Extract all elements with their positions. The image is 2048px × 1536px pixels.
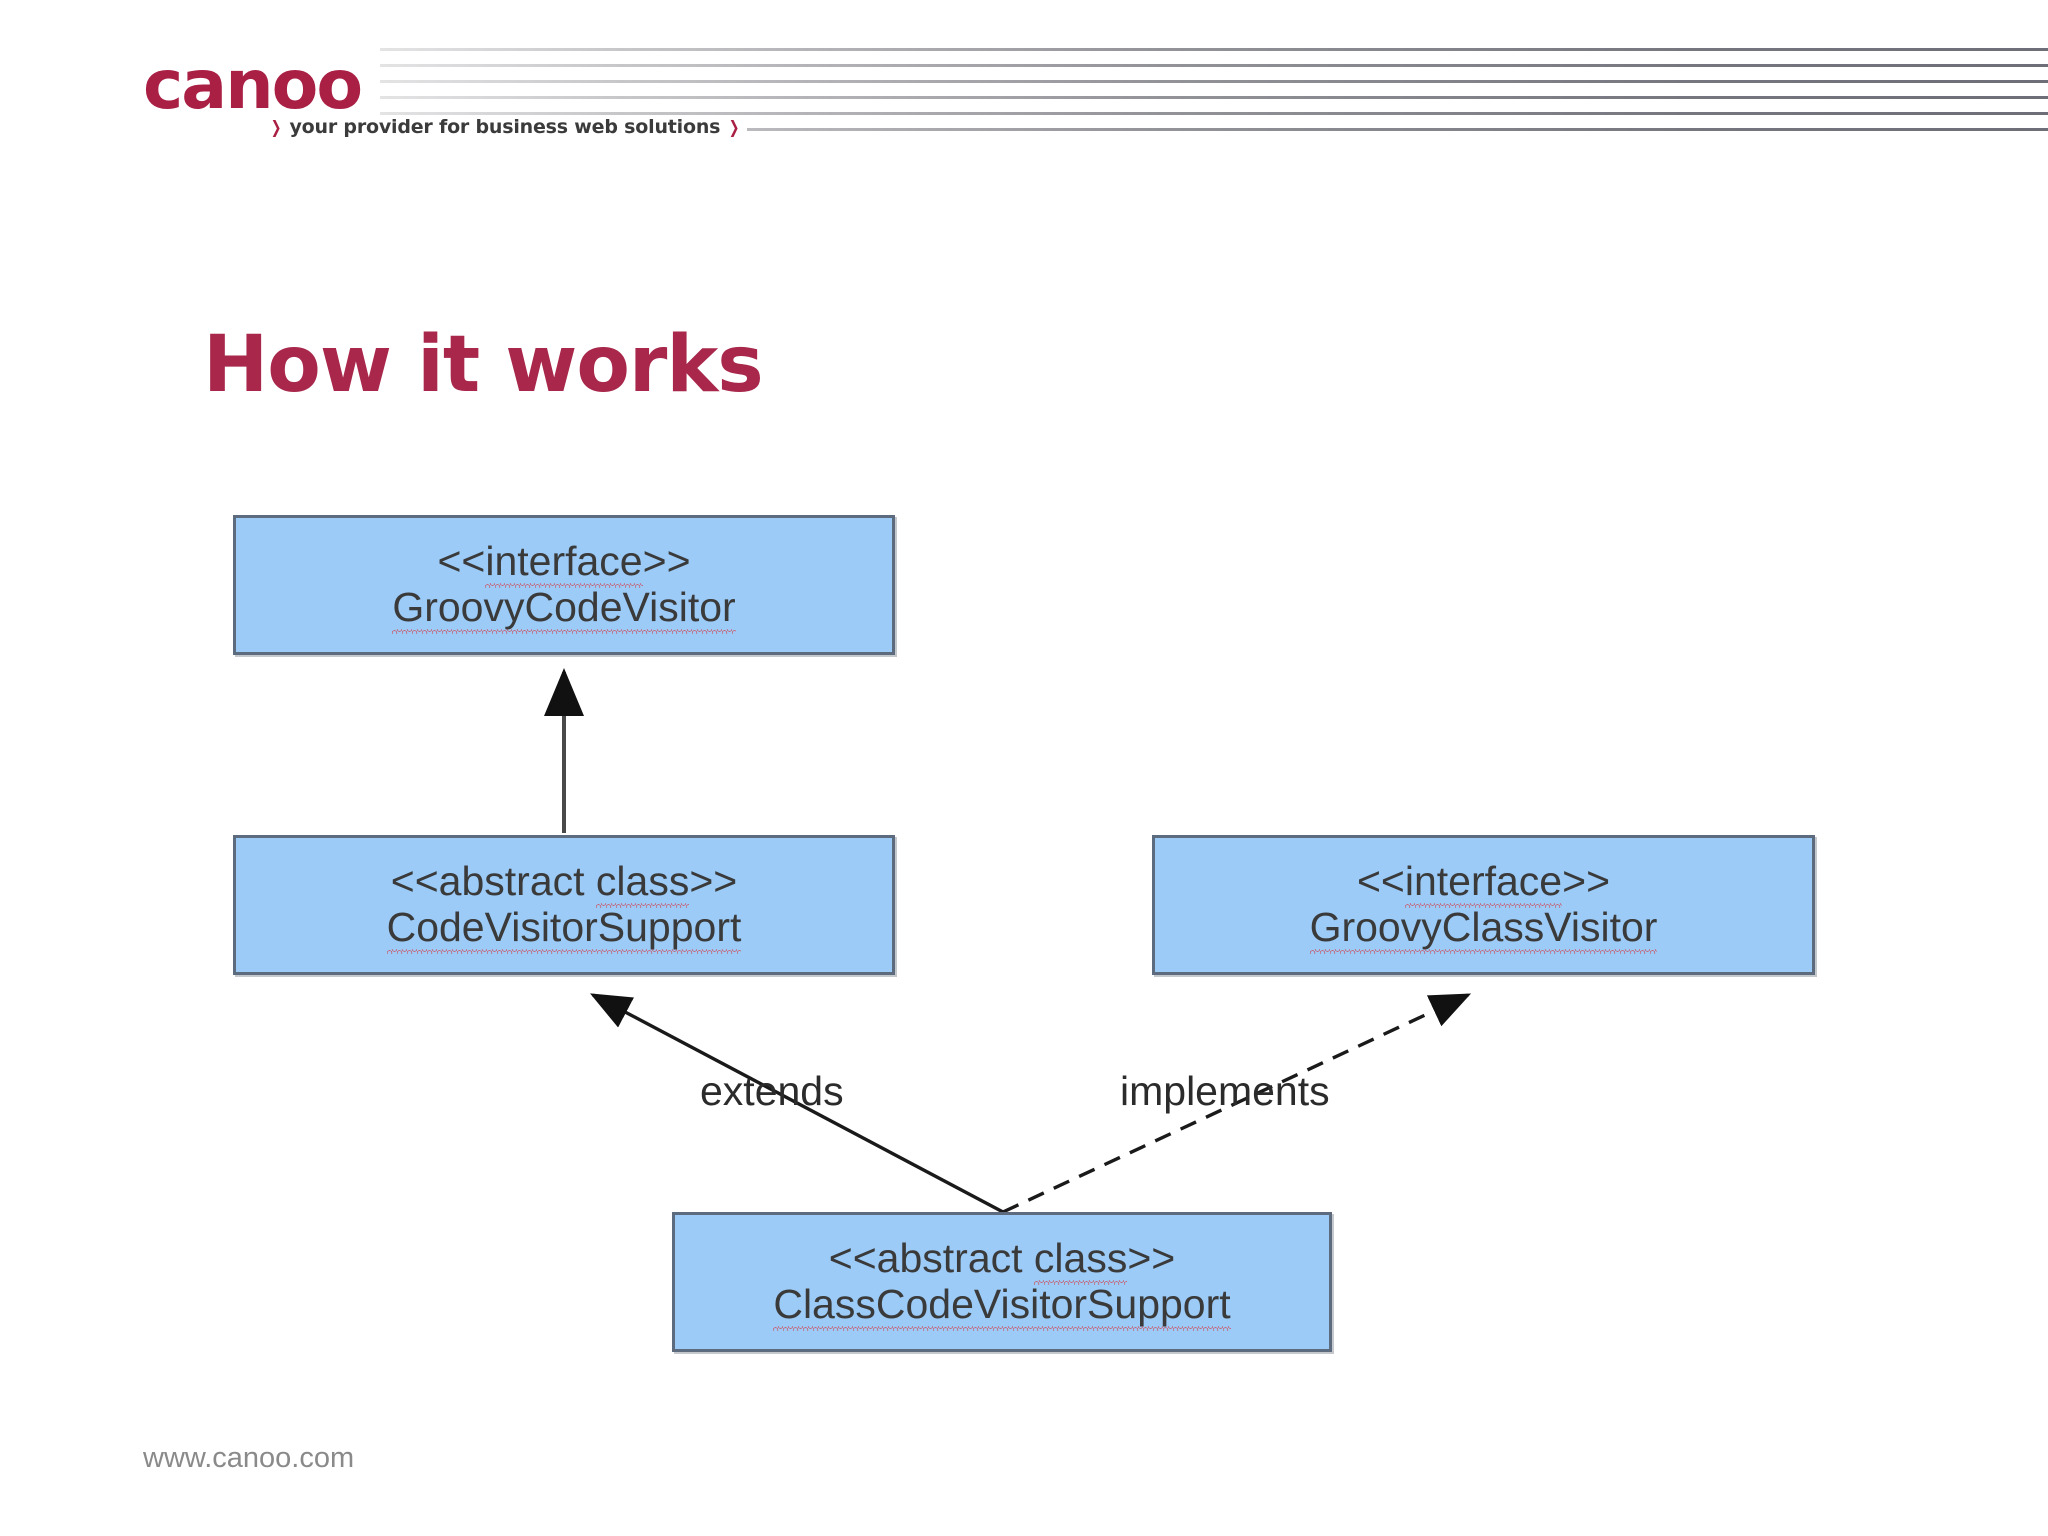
slide-header: canoo ❯ your provider for business web s… <box>0 0 2048 160</box>
uml-name-class-code-visitor-support: ClassCodeVisitorSupport <box>773 1281 1231 1331</box>
uml-stereotype-groovy-class-visitor: <<interface>> <box>1356 858 1611 908</box>
page-title: How it works <box>203 320 764 410</box>
chevron-right-icon-right: ❯ <box>728 118 739 138</box>
logo-tagline: ❯ your provider for business web solutio… <box>269 116 747 138</box>
uml-name-text-4: ClassCodeVisitorSupport <box>773 1281 1231 1331</box>
logo-tagline-text: your provider for business web solutions <box>289 116 721 138</box>
header-line-1 <box>0 48 2048 51</box>
header-line-4 <box>0 96 2048 99</box>
uml-name-text-1: GroovyCodeVisitor <box>392 584 737 634</box>
header-line-6 <box>0 128 2048 131</box>
header-line-2 <box>0 64 2048 67</box>
chevron-right-icon-left: ❯ <box>270 118 282 138</box>
edge-label-implements: implements <box>1120 1068 1330 1114</box>
header-line-5 <box>0 112 2048 115</box>
uml-name-groovy-class-visitor: GroovyClassVisitor <box>1309 904 1658 954</box>
footer-url: www.canoo.com <box>143 1442 355 1474</box>
edge-label-extends: extends <box>700 1068 844 1114</box>
uml-box-groovy-code-visitor[interactable]: <<interface>> GroovyCodeVisitor <box>233 515 895 655</box>
header-line-3 <box>0 80 2048 83</box>
uml-stereotype-text-1: interface <box>485 538 643 588</box>
uml-name-groovy-code-visitor: GroovyCodeVisitor <box>392 584 737 634</box>
uml-stereotype-groovy-code-visitor: <<interface>> <box>437 538 691 588</box>
header-decorative-lines <box>0 0 2048 160</box>
uml-stereotype-code-visitor-support: <<abstract class>> <box>390 858 738 908</box>
uml-box-groovy-class-visitor[interactable]: <<interface>> GroovyClassVisitor <box>1152 835 1815 975</box>
uml-name-text-2: CodeVisitorSupport <box>386 904 742 954</box>
uml-box-code-visitor-support[interactable]: <<abstract class>> CodeVisitorSupport <box>233 835 895 975</box>
uml-stereotype-class-code-visitor-support: <<abstract class>> <box>828 1235 1176 1285</box>
edge-classsupport-extends-support <box>589 993 1004 1214</box>
uml-name-text-3: GroovyClassVisitor <box>1309 904 1658 954</box>
edge-classsupport-implements-classvisitor <box>1002 993 1472 1214</box>
uml-stereotype-text-3: interface <box>1404 858 1563 908</box>
uml-box-class-code-visitor-support[interactable]: <<abstract class>> ClassCodeVisitorSuppo… <box>672 1212 1332 1352</box>
uml-name-code-visitor-support: CodeVisitorSupport <box>386 904 742 954</box>
uml-stereotype-text-2: class <box>595 858 690 908</box>
canoo-logo: canoo ❯ your provider for business web s… <box>143 46 747 142</box>
uml-stereotype-text-4: class <box>1033 1235 1128 1285</box>
logo-wordmark: canoo <box>143 46 363 125</box>
